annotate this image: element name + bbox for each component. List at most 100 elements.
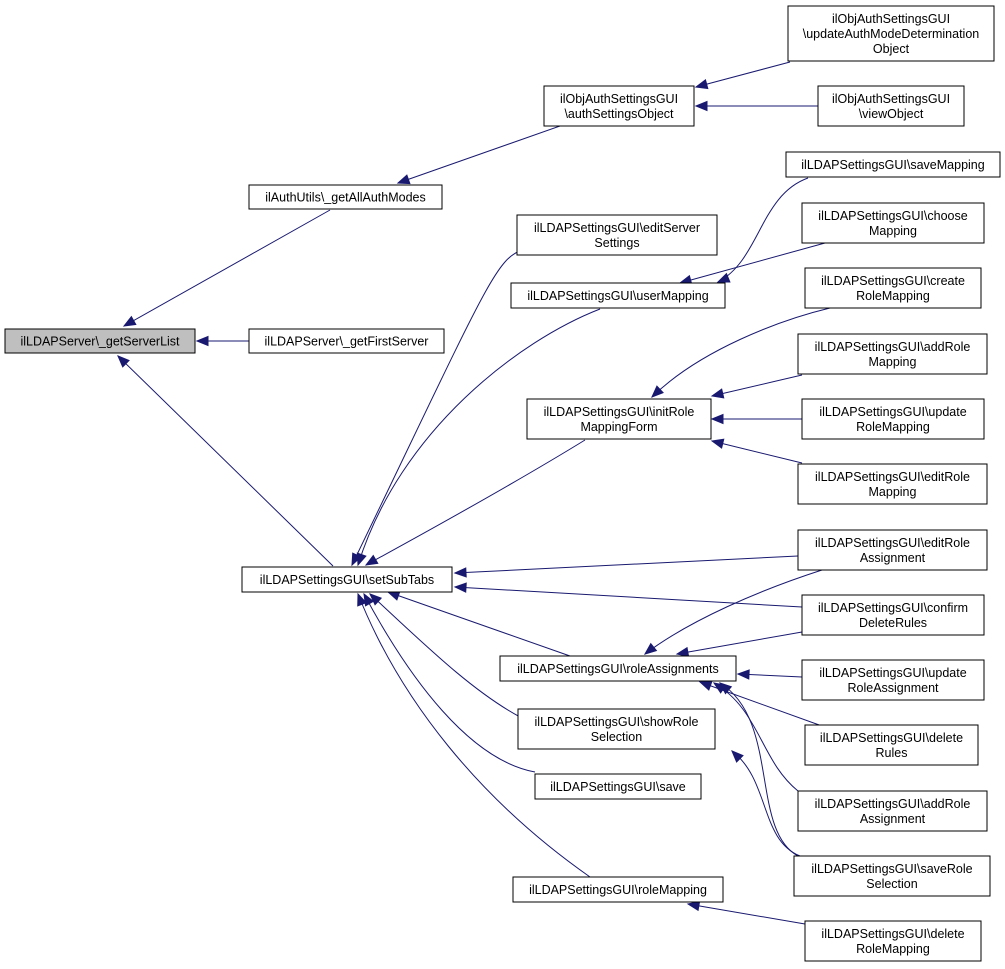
node-save[interactable]: ilLDAPSettingsGUI\save [534,773,702,800]
arrow-head [718,682,733,695]
edge-userMapping-to-setSubTabs [356,308,601,567]
node-roleMapping[interactable]: ilLDAPSettingsGUI\roleMapping [512,876,724,903]
node-box [510,282,726,309]
edge-line [363,593,536,773]
arrow-head [716,272,731,283]
node-label: Settings [594,236,639,250]
node-label: RoleMapping [856,420,930,434]
edge-confirmDeleteRules-to-setSubTabs [453,582,803,608]
node-label: MappingForm [580,420,657,434]
node-label: ilObjAuthSettingsGUI [560,92,678,106]
node-label: RoleMapping [856,289,930,303]
node-userMapping[interactable]: ilLDAPSettingsGUI\userMapping [510,282,726,309]
edge-line [369,593,521,718]
edge-line [454,555,799,574]
edge-editRoleMapping-to-initRoleMappingForm [710,438,803,464]
edge-saveRoleSelection-to-showRoleSelection [731,750,801,857]
node-box [4,328,196,354]
edge-roleMapping-to-setSubTabs [357,592,591,878]
node-box [817,85,965,127]
edge-authSettingsObject-to-getAllAuthModes [396,125,561,185]
node-label: ilLDAPSettingsGUI\roleAssignments [517,662,718,676]
node-box [534,773,702,800]
node-authSettingsObject[interactable]: ilObjAuthSettingsGUI\authSettingsObject [543,85,695,127]
edge-getFirstServer-to-getServerList [195,335,249,347]
edge-updateAuthMode-to-authSettingsObject [694,61,791,90]
node-label: Rules [876,746,908,760]
arrow-head [364,554,379,566]
node-label: ilObjAuthSettingsGUI [832,92,950,106]
edge-line [687,903,806,925]
arrow-head [675,646,690,658]
node-label: ilLDAPSettingsGUI\save [550,780,686,794]
edge-viewObject-to-authSettingsObject [694,100,818,112]
edge-line [711,374,803,397]
node-saveMapping[interactable]: ilLDAPSettingsGUI\saveMapping [785,151,1001,178]
node-roleAssignments[interactable]: ilLDAPSettingsGUI\roleAssignments [499,655,737,682]
edge-save-to-setSubTabs [363,592,536,773]
node-box [526,398,712,440]
arrow-head [369,593,383,606]
node-box [804,920,982,962]
node-label: ilLDAPSettingsGUI\editRole [815,470,970,484]
arrow-head [643,642,658,655]
edge-editRoleAssignment-to-setSubTabs [453,555,799,578]
node-label: RoleMapping [856,942,930,956]
node-label: Mapping [869,355,917,369]
node-label: Mapping [869,224,917,238]
node-label: Selection [591,730,642,744]
arrow-head [694,78,709,90]
node-setSubTabs[interactable]: ilLDAPSettingsGUI\setSubTabs [241,566,453,593]
node-label: DeleteRules [859,616,927,630]
node-label: ilLDAPSettingsGUI\editServer [534,221,700,235]
node-label: \updateAuthModeDetermination [803,27,980,41]
node-box [499,655,737,682]
arrow-head [710,413,724,425]
node-label: ilLDAPSettingsGUI\update [819,405,966,419]
node-box [543,85,695,127]
edge-getAllAuthModes-to-getServerList [122,209,331,327]
node-getFirstServer[interactable]: ilLDAPServer\_getFirstServer [248,328,445,354]
arrow-head [453,567,467,578]
edge-addRoleMapping-to-initRoleMappingForm [710,374,803,399]
arrow-head [117,355,130,368]
node-box [801,398,985,440]
node-updateAuthMode[interactable]: ilObjAuthSettingsGUI\updateAuthModeDeter… [787,5,995,62]
node-label: ilLDAPSettingsGUI\editRole [815,536,970,550]
node-label: \authSettingsObject [564,107,674,121]
node-label: Assignment [860,812,926,826]
edge-line [117,355,334,567]
edge-updateRoleMapping-to-initRoleMappingForm [710,413,802,425]
edge-line [676,631,803,655]
edge-initRoleMappingForm-to-setSubTabs [364,439,586,566]
node-label: ilLDAPServer\_getServerList [20,335,180,349]
edge-confirmDeleteRules-to-roleAssignments [675,631,803,658]
node-label: ilLDAPServer\_getFirstServer [265,335,429,349]
node-viewObject[interactable]: ilObjAuthSettingsGUI\viewObject [817,85,965,127]
arrow-head [396,174,411,185]
arrow-head [651,385,664,398]
edge-line [731,750,801,857]
arrow-head [686,900,701,912]
node-label: ilLDAPSettingsGUI\choose [818,209,967,223]
node-getServerList[interactable]: ilLDAPServer\_getServerList [4,328,196,354]
node-label: ilLDAPSettingsGUI\roleMapping [529,883,707,897]
node-getAllAuthModes[interactable]: ilAuthUtils\_getAllAuthModes [248,184,443,210]
node-label: ilLDAPSettingsGUI\saveRole [811,862,972,876]
